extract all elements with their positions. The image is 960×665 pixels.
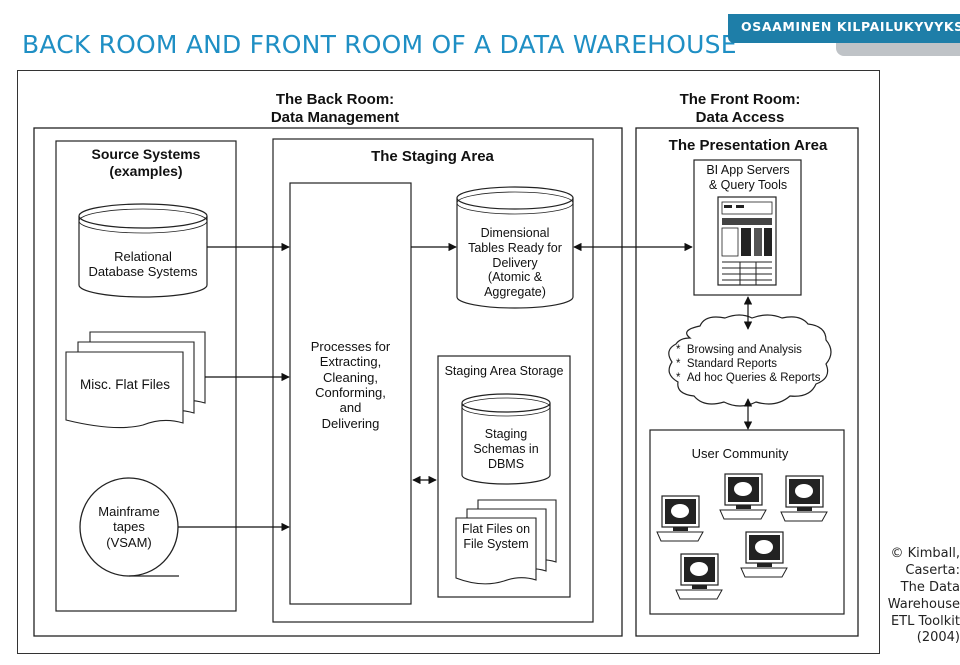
- user-community-box: [649, 429, 845, 615]
- presentation-area-title: The Presentation Area: [668, 137, 828, 154]
- staging-storage-title: Staging Area Storage: [444, 364, 564, 378]
- relational-db-label: Relational Database Systems: [88, 249, 198, 280]
- flat-files-stack: [65, 331, 206, 429]
- brand-text: OSAAMINEN KILPAILUKYVYKSI: [741, 19, 960, 34]
- staging-area-box: [272, 138, 594, 623]
- cloud-item: * Browsing and Analysis: [676, 344, 802, 356]
- bi-servers-label: BI App Servers & Query Tools: [706, 163, 790, 192]
- slide-title: BACK ROOM AND FRONT ROOM OF A DATA WAREH…: [22, 30, 737, 59]
- flat-files-label: Misc. Flat Files: [79, 377, 170, 392]
- staging-flat-files-label: Flat Files on File System: [461, 522, 531, 551]
- brand-tab: [836, 43, 960, 56]
- front-room-header: The Front Room: Data Access: [679, 91, 801, 126]
- staging-schemas-label: Staging Schemas in DBMS: [473, 427, 539, 471]
- staging-schemas-cylinder: [461, 393, 551, 485]
- source-systems-title: Source Systems (examples): [91, 146, 201, 179]
- staging-area-title: The Staging Area: [371, 148, 494, 165]
- mainframe-tape: [79, 477, 179, 577]
- workstation-icon-1: [656, 495, 704, 542]
- workstation-icon-2: [719, 473, 767, 520]
- server-icon: [717, 196, 777, 286]
- dimensional-tables-label: Dimensional Tables Ready for Delivery (A…: [468, 226, 562, 299]
- staging-flat-files-stack: [455, 499, 557, 585]
- back-room-box: [33, 127, 623, 637]
- citation: © Kimball, Caserta: The Data Warehouse E…: [887, 546, 960, 646]
- workstation-icon-4: [740, 531, 788, 578]
- cloud-item: * Ad hoc Queries & Reports: [676, 372, 821, 384]
- relational-db-cylinder: [78, 203, 208, 298]
- user-community-label: User Community: [691, 446, 789, 461]
- dimensional-tables-cylinder: [456, 186, 574, 309]
- workstation-icon-3: [780, 475, 828, 522]
- processes-label: Processes for Extracting, Cleaning, Conf…: [310, 339, 391, 431]
- mainframe-label: Mainframe tapes (VSAM): [98, 504, 160, 550]
- cloud-items-list: * Browsing and Analysis * Standard Repor…: [676, 343, 836, 385]
- processes-box: [289, 182, 412, 605]
- cloud-item: * Standard Reports: [676, 358, 778, 370]
- back-room-header: The Back Room: Data Management: [270, 91, 400, 126]
- front-room-box: [635, 127, 859, 637]
- source-systems-box: [55, 140, 237, 612]
- brand-bar: [728, 14, 960, 43]
- staging-storage-box: [437, 355, 571, 598]
- workstation-icon-5: [675, 553, 723, 600]
- bi-servers-box: [693, 159, 802, 296]
